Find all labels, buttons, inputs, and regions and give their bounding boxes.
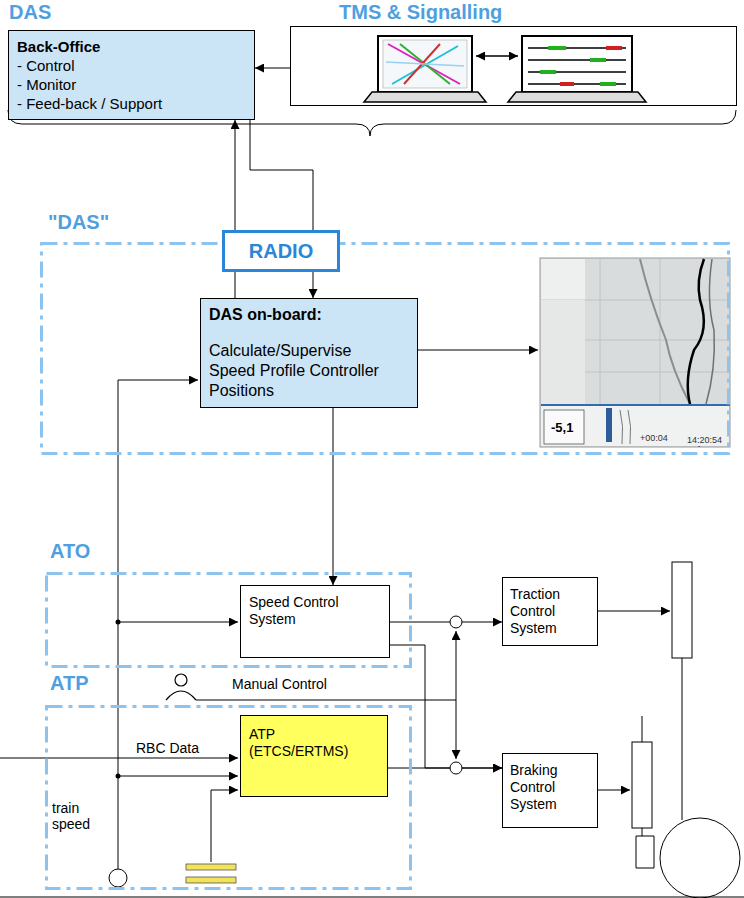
balise	[186, 864, 236, 870]
dash-dot-border	[47, 574, 411, 667]
train-speed-line	[118, 622, 238, 623]
tms-signalling-box: TMS & Signalling	[290, 26, 737, 106]
back-office-box: DASBack-Office- Control- Monitor- Feed-b…	[8, 30, 255, 120]
display-arrow	[418, 350, 538, 351]
laptop-screen	[378, 36, 472, 92]
rbc-data-line	[0, 758, 238, 759]
display-value: -5,1	[551, 420, 573, 436]
summing-junction	[450, 762, 462, 774]
brake-rod	[642, 828, 643, 836]
radio-label: RADIO	[249, 240, 313, 263]
wheel	[660, 818, 740, 898]
box-body: Calculate/Supervise Speed Profile Contro…	[209, 341, 387, 401]
region-heading: ATO	[50, 540, 90, 563]
summing-junction	[450, 616, 462, 628]
speed-curve	[640, 259, 690, 404]
traction-output	[598, 611, 670, 612]
atp-box: ATP (ETCS/ERTMS)	[240, 715, 388, 797]
track-occupation	[560, 48, 622, 84]
das-onboard-box: DAS on-board: Calculate/Supervise Speed P…	[200, 298, 418, 408]
brake-cylinder	[632, 742, 652, 828]
section-heading: DAS	[9, 1, 51, 24]
traction-control-box: Traction Control System	[502, 577, 598, 646]
manual-control-line	[196, 700, 456, 701]
track-line	[528, 48, 626, 84]
dmi-screenshot	[540, 258, 730, 447]
region-heading: ATP	[50, 672, 89, 695]
list-item: - Control	[17, 56, 246, 75]
deviation-bar	[606, 408, 612, 442]
box-label: Speed Control System	[249, 594, 361, 628]
small-curve	[620, 410, 631, 444]
connector	[390, 622, 502, 623]
laptop-base	[364, 92, 486, 102]
traction-motor	[672, 562, 692, 658]
brake-rod	[642, 716, 643, 742]
connector	[235, 120, 236, 230]
signal-label: RBC Data	[136, 740, 199, 756]
box-label: ATP (ETCS/ERTMS)	[249, 726, 357, 760]
region-heading: "DAS"	[48, 211, 109, 234]
laptop-display	[383, 40, 467, 88]
screen-grid	[585, 259, 730, 404]
time-axis	[541, 404, 730, 406]
manual-control-line	[456, 631, 457, 700]
train-speed-line	[118, 776, 238, 777]
radio-box: RADIO	[222, 230, 340, 272]
screen-left-column	[541, 300, 585, 404]
track-occupation	[540, 48, 616, 84]
dash-dot-border	[47, 707, 411, 889]
screen-frame	[540, 258, 730, 447]
laptop-screen	[522, 36, 632, 92]
connector	[333, 408, 334, 585]
connector	[313, 272, 314, 298]
atp-region: ATPATP (ETCS/ERTMS)	[45, 705, 412, 890]
ato-region: ATOSpeed Control System	[45, 572, 412, 668]
rail-line	[0, 872, 744, 873]
graph-line	[386, 62, 464, 66]
laptop-icon	[508, 36, 646, 102]
connector	[255, 68, 290, 69]
list-item: - Monitor	[17, 75, 246, 94]
brake-shoe	[636, 836, 654, 868]
connector	[250, 120, 313, 230]
display-value: +00:04	[640, 430, 668, 446]
laptop-icon	[364, 36, 486, 102]
drive-shaft	[682, 658, 683, 820]
box-label: Braking Control System	[510, 762, 588, 813]
box-title: DAS on-board:	[209, 305, 409, 325]
connector	[388, 768, 502, 769]
connector	[235, 272, 236, 298]
balise	[186, 877, 236, 883]
data-exchange-arrow	[476, 55, 518, 57]
speed-curve	[706, 259, 714, 404]
manual-control-line	[456, 700, 457, 759]
box-title: Back-Office	[17, 37, 246, 56]
screen-value-box	[544, 410, 584, 444]
display-value: 14:20:54	[687, 432, 722, 448]
driver-head	[175, 674, 187, 686]
box-label: Traction Control System	[510, 586, 588, 637]
speed-control-box: Speed Control System	[240, 585, 390, 658]
list-item: - Feed-back / Support	[17, 94, 246, 113]
dash-dot-border	[42, 244, 729, 454]
das-region: "DAS"DAS on-board:Calculate/Supervise Sp…	[40, 242, 730, 455]
section-heading: TMS & Signalling	[339, 1, 502, 24]
branch-dot	[116, 620, 121, 625]
driver-body	[166, 691, 196, 700]
braking-control-box: Braking Control System	[502, 753, 598, 828]
laptop-base	[508, 92, 646, 102]
control-label: Manual Control	[232, 676, 327, 692]
brake-output	[598, 790, 630, 791]
screen-info-panel	[541, 259, 585, 299]
ground-line	[0, 897, 744, 898]
branch-dot	[116, 774, 121, 779]
balise-line	[211, 790, 238, 862]
signal-label: train speed	[52, 800, 100, 832]
